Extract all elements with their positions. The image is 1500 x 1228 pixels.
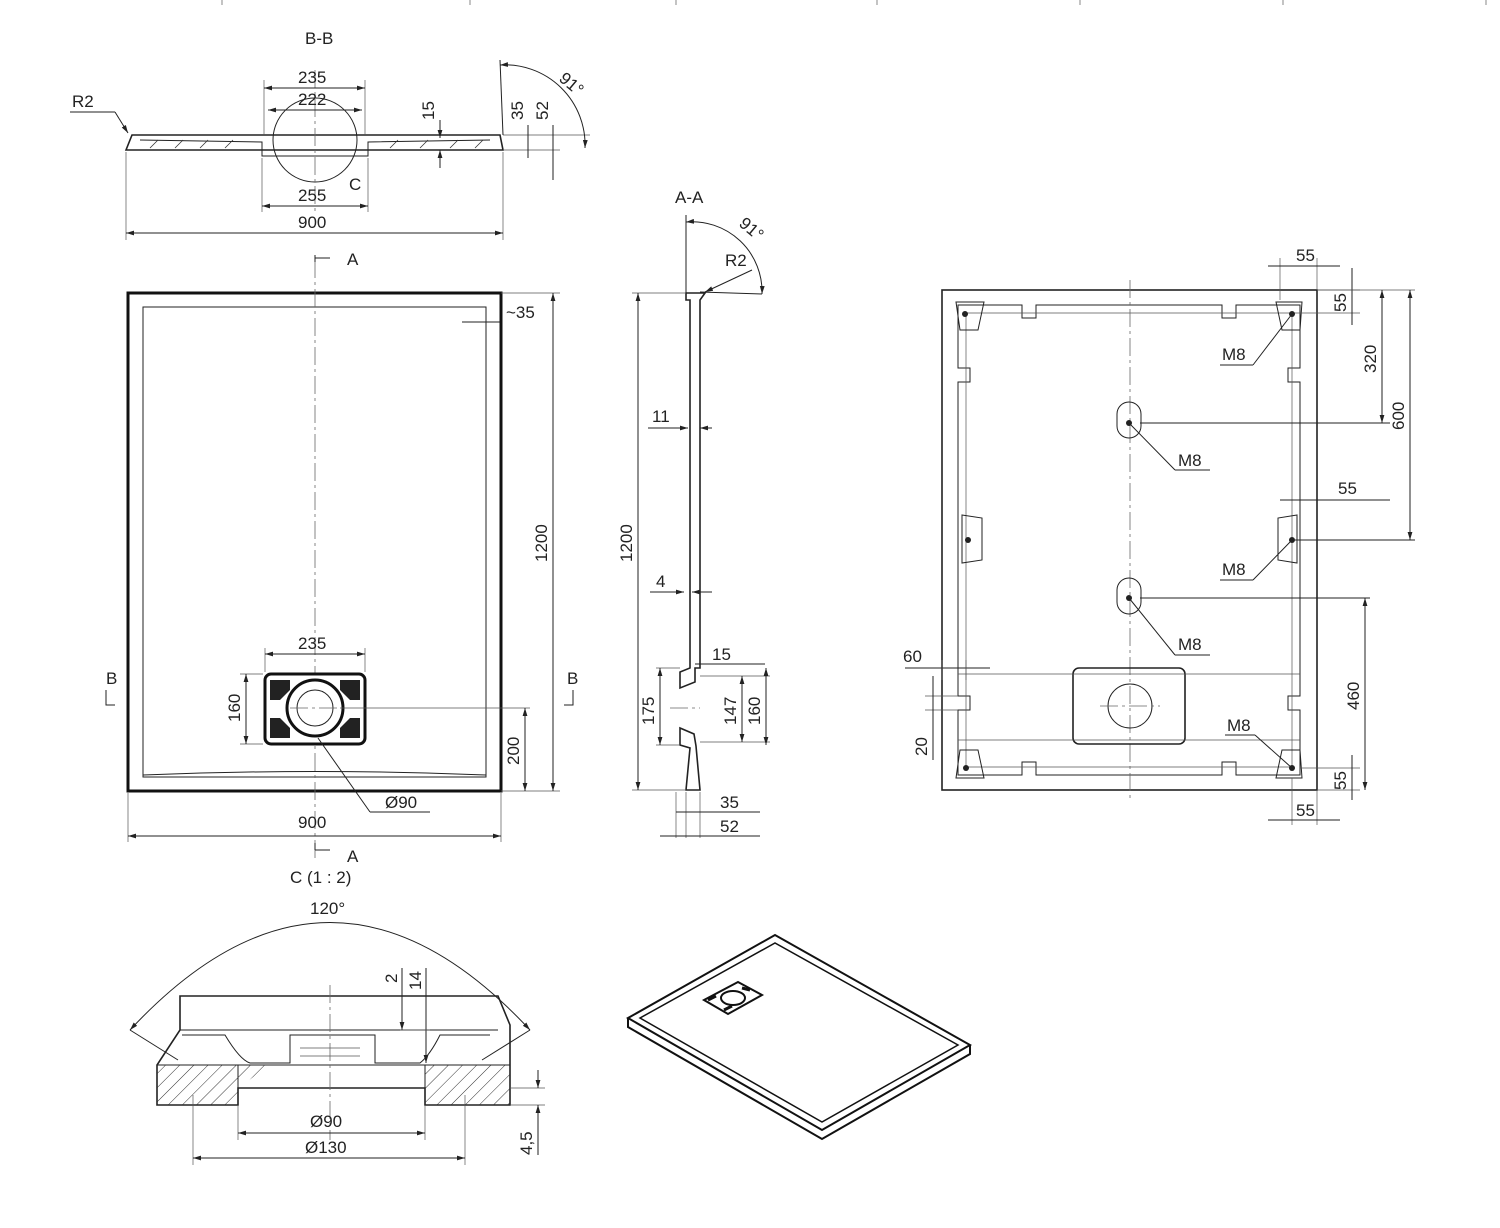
plan-bottom-view: 55 55 320 600 55 460 55 55 60 20	[903, 246, 1415, 825]
detail-c-view: C (1 : 2) 120° 2 14 Ø90 Ø130 4,5	[129, 868, 545, 1165]
section-aa-title: A-A	[675, 188, 704, 207]
plan-dim-900: 900	[298, 813, 326, 832]
aa-dim-147: 147	[721, 697, 740, 725]
bb-radius-label: R2	[72, 92, 94, 111]
bb-dim-900: 900	[298, 213, 326, 232]
pb-thread-5: M8	[1227, 716, 1251, 735]
pb-dim-bottom-55: 55	[1331, 771, 1350, 790]
pb-dim-320: 320	[1361, 345, 1380, 373]
pb-dim-bottom-right-55: 55	[1296, 801, 1315, 820]
detail-dim-45: 4,5	[517, 1131, 536, 1155]
pb-dim-20: 20	[912, 737, 931, 756]
pb-thread-2: M8	[1178, 451, 1202, 470]
bb-dim-255: 255	[298, 186, 326, 205]
aa-radius: R2	[725, 251, 747, 270]
aa-dim-175: 175	[639, 697, 658, 725]
plan-dim-rim: ~35	[506, 303, 535, 322]
pb-thread-4: M8	[1178, 635, 1202, 654]
plan-dim-160: 160	[225, 694, 244, 722]
frame-ticks	[221, 0, 1487, 5]
bb-dim-15: 15	[419, 101, 438, 120]
pb-dim-460: 460	[1344, 682, 1363, 710]
pb-dim-600: 600	[1389, 402, 1408, 430]
aa-dim-15: 15	[712, 645, 731, 664]
pb-dim-mid-55: 55	[1338, 479, 1357, 498]
aa-dim-1200: 1200	[617, 524, 636, 562]
aa-dim-35: 35	[720, 793, 739, 812]
section-a-marker-top: A	[347, 250, 359, 269]
detail-c-title: C (1 : 2)	[290, 868, 351, 887]
isometric-view	[625, 933, 973, 1141]
pb-thread-3: M8	[1222, 560, 1246, 579]
pb-thread-1: M8	[1222, 345, 1246, 364]
pb-dim-right-55: 55	[1331, 293, 1350, 312]
section-a-marker-bottom: A	[347, 847, 359, 866]
section-b-marker-left: B	[106, 669, 117, 688]
detail-c-angle: 120°	[310, 899, 345, 918]
pb-dim-60: 60	[903, 647, 922, 666]
section-b-marker-right: B	[567, 669, 578, 688]
plan-dim-1200: 1200	[532, 524, 551, 562]
plan-top-view: A A B B ~35 1200 200 235 160	[105, 250, 578, 866]
plan-dim-235: 235	[298, 634, 326, 653]
detail-dim-130: Ø130	[305, 1138, 347, 1157]
bb-dim-222: 222	[298, 90, 326, 109]
plan-dim-diameter: Ø90	[385, 793, 417, 812]
aa-dim-11: 11	[652, 407, 670, 426]
bb-dim-52: 52	[533, 101, 552, 120]
detail-dim-2: 2	[382, 974, 401, 983]
aa-dim-52: 52	[720, 817, 739, 836]
detail-dim-90: Ø90	[310, 1112, 342, 1131]
aa-dim-4: 4	[656, 572, 665, 591]
section-bb-view: B-B R2 235 222 255 C 900	[70, 29, 590, 240]
bb-dim-35: 35	[508, 101, 527, 120]
aa-angle: 91°	[735, 214, 767, 245]
aa-dim-160: 160	[745, 697, 764, 725]
section-aa-view: A-A 91° R2 1200 11 4 15 175 147 16	[617, 188, 770, 838]
bb-detail-ref: C	[349, 175, 361, 194]
plan-dim-200: 200	[504, 737, 523, 765]
detail-dim-14: 14	[406, 971, 425, 990]
section-bb-title: B-B	[305, 29, 333, 48]
pb-dim-top-55: 55	[1296, 246, 1315, 265]
bb-angle: 91°	[555, 69, 587, 100]
bb-dim-235: 235	[298, 68, 326, 87]
